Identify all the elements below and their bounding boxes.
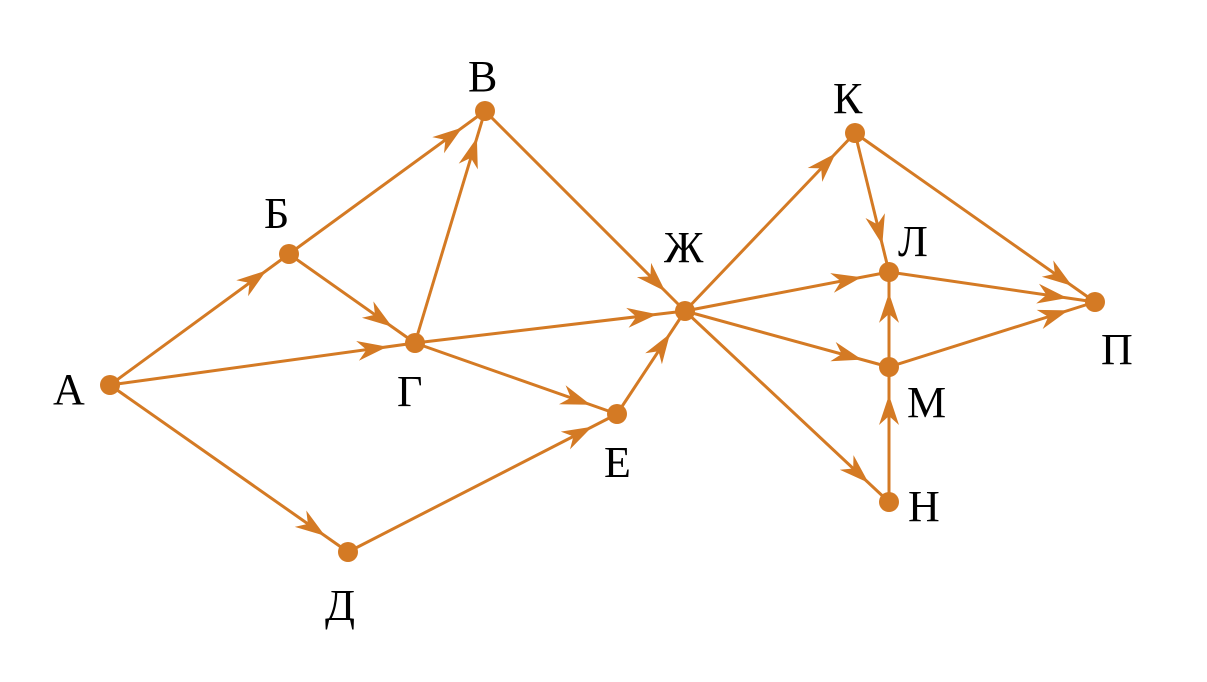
node-e <box>607 404 627 424</box>
edge-a-g-arrowhead <box>356 341 388 361</box>
edge-b-g-arrowhead <box>361 301 393 327</box>
node-label-zh: Ж <box>664 223 704 272</box>
edge-b-g <box>288 252 416 345</box>
edge-zh-m <box>684 309 890 369</box>
node-label-d: Д <box>325 581 355 630</box>
edge-l-p <box>888 270 1096 304</box>
edge-k-l-arrowhead <box>865 213 885 245</box>
edge-a-b-arrowhead <box>236 270 267 297</box>
edge-g-v <box>413 110 487 344</box>
node-v <box>475 101 495 121</box>
edge-d-e-arrowhead <box>560 426 593 450</box>
edge-b-g-line <box>288 252 416 345</box>
edge-n-m-arrowhead <box>879 395 899 425</box>
edge-a-g-line <box>109 341 416 387</box>
node-label-k: К <box>833 74 863 123</box>
edge-l-p-arrowhead <box>1036 283 1068 304</box>
edge-a-d-arrowhead <box>294 510 326 536</box>
edge-d-e-line <box>347 412 618 554</box>
edge-v-zh <box>483 109 687 313</box>
edge-g-zh <box>414 307 686 345</box>
edge-k-p-arrowhead <box>1041 260 1073 286</box>
node-zh <box>675 301 695 321</box>
node-label-a: А <box>53 365 85 414</box>
node-p <box>1085 292 1105 312</box>
labels-layer: А Б В Г Д Е Ж К Л М Н П <box>53 52 1133 630</box>
node-label-b: Б <box>264 189 289 238</box>
edge-b-v-arrowhead <box>432 127 463 154</box>
edge-a-g <box>109 341 416 387</box>
edge-g-e <box>414 341 618 416</box>
edge-k-p <box>854 131 1096 304</box>
node-label-g: Г <box>397 367 422 416</box>
edge-k-l-line <box>853 132 891 273</box>
edge-d-e <box>347 412 618 554</box>
node-label-e: Е <box>604 438 631 487</box>
node-label-l: Л <box>898 217 928 266</box>
edge-zh-n <box>683 309 891 504</box>
node-label-v: В <box>468 52 497 101</box>
edge-a-d <box>109 383 349 554</box>
edge-k-l <box>853 132 891 273</box>
node-label-n: Н <box>908 482 940 531</box>
node-m <box>879 357 899 377</box>
nodes-layer <box>100 101 1105 562</box>
edge-zh-k-arrowhead <box>807 153 836 182</box>
edge-m-l-arrowhead <box>879 292 899 323</box>
node-a <box>100 375 120 395</box>
node-k <box>845 123 865 143</box>
edge-v-zh-arrowhead <box>636 262 666 292</box>
edge-zh-l-arrowhead <box>830 273 862 293</box>
edge-e-zh <box>615 310 687 415</box>
edge-zh-l <box>684 270 890 313</box>
edge-zh-n-arrowhead <box>839 455 869 483</box>
edges-layer <box>109 109 1096 554</box>
node-n <box>879 492 899 512</box>
edge-g-e-arrowhead <box>559 385 591 405</box>
node-d <box>338 542 358 562</box>
edge-n-m <box>879 367 899 502</box>
edge-m-p <box>888 300 1096 369</box>
node-label-m: М <box>907 378 946 427</box>
node-g <box>405 333 425 353</box>
edge-a-b <box>109 252 290 387</box>
edge-e-zh-arrowhead <box>645 333 670 365</box>
edge-zh-k <box>683 131 857 313</box>
node-b <box>279 244 299 264</box>
edge-b-v <box>288 109 486 256</box>
node-l <box>879 262 899 282</box>
edge-m-p-arrowhead <box>1036 309 1069 329</box>
edge-g-v-arrowhead <box>458 137 478 170</box>
edge-e-zh-line <box>615 310 687 415</box>
edge-g-zh-arrowhead <box>626 307 658 328</box>
edge-m-l <box>879 272 899 367</box>
edge-zh-m-arrowhead <box>830 342 862 362</box>
node-label-p: П <box>1101 325 1133 374</box>
